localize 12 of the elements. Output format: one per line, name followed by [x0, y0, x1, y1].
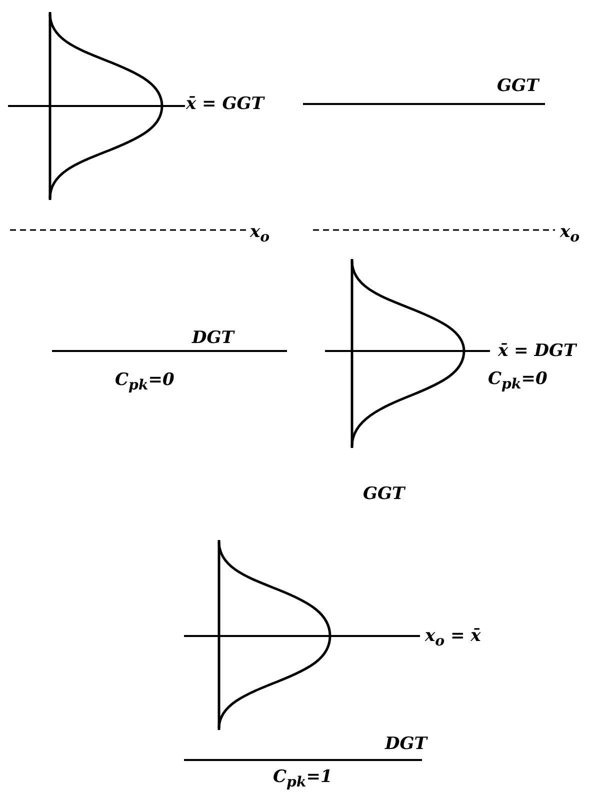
math-label: x$_{o}$ [250, 222, 270, 248]
math-label: x̄ = DGT [498, 341, 576, 361]
math-label: C$_{pk}$=1 [273, 767, 332, 792]
math-label: GGT [363, 484, 405, 504]
math-label: x$_{o}$ [560, 222, 580, 248]
math-label: DGT [385, 734, 427, 754]
math-label: C$_{pk}$=0 [488, 369, 548, 394]
math-label: x$_{o}$ = x̄ [425, 626, 481, 652]
math-label: DGT [192, 328, 234, 348]
math-label: C$_{pk}$=0 [115, 370, 174, 396]
math-label: x̄ = GGT [186, 94, 264, 114]
math-label: GGT [497, 76, 539, 96]
